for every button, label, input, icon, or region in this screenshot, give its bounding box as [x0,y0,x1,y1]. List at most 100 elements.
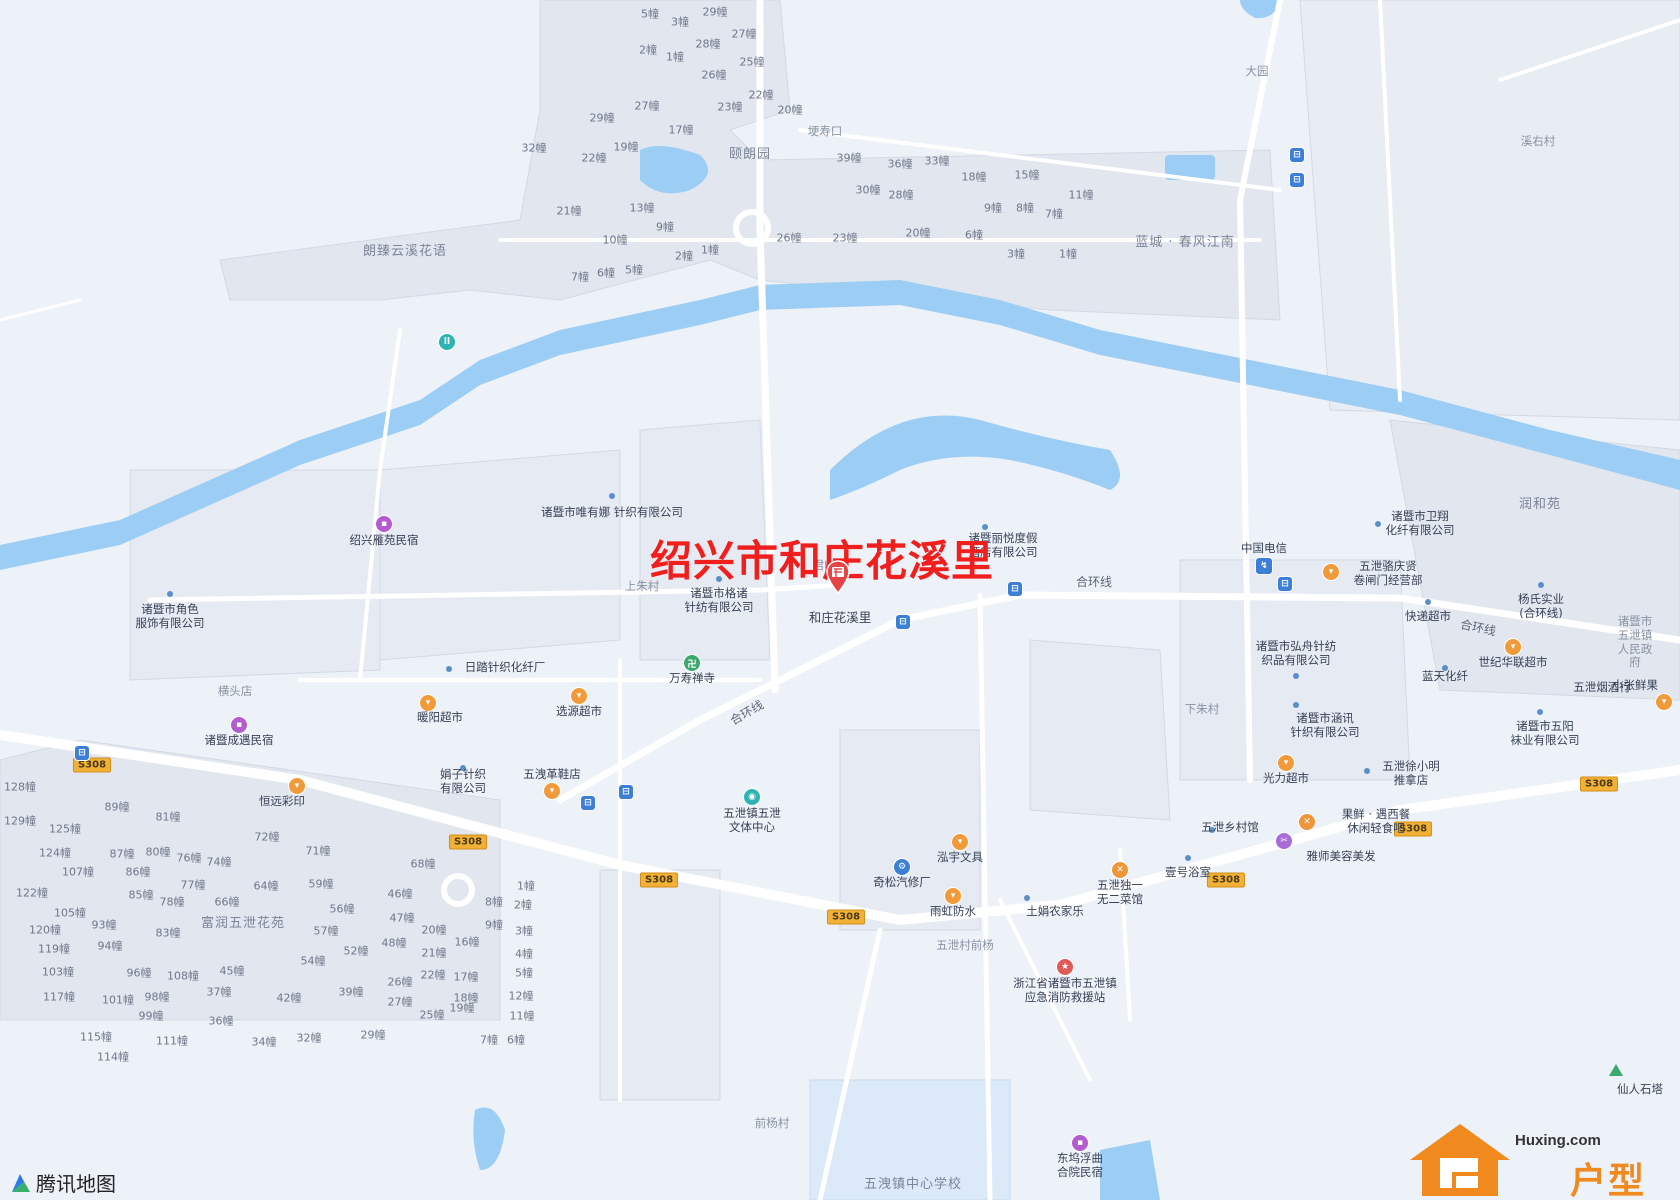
shop-icon[interactable]: ▾ [1656,694,1672,710]
poi-label[interactable]: 壹号浴室 [1165,865,1211,879]
hotel-icon[interactable]: ▪ [231,717,247,733]
shop-icon[interactable]: ▾ [1323,564,1339,580]
poi-label[interactable]: 快递超市 [1405,609,1451,623]
poi-label[interactable]: 蓝天化纤 [1422,669,1468,683]
poi-label[interactable]: 恒远彩印 [259,794,305,808]
telecom-icon[interactable]: ↯ [1256,558,1272,574]
poi-dot-icon[interactable] [982,524,988,530]
poi-dot-icon[interactable] [1364,768,1370,774]
poi-label[interactable]: 光力超市 [1263,771,1309,785]
hotel-icon[interactable]: ▪ [1072,1135,1088,1151]
poi-label[interactable]: 绍兴雁苑民宿 [349,533,419,547]
poi-label[interactable]: 诸暨市格诸 针纺有限公司 [684,586,754,614]
poi-dot-icon[interactable] [609,493,615,499]
building-number-label: 27幢 [387,995,413,1009]
building-number-label: 87幢 [109,847,135,861]
poi-label[interactable]: 东坞浮曲 合院民宿 [1057,1151,1103,1179]
poi-dot-icon[interactable] [1293,673,1299,679]
shop-icon[interactable]: ▾ [945,888,961,904]
poi-label[interactable]: 五泄乡村馆 [1201,820,1259,834]
poi-dot-icon[interactable] [167,591,173,597]
building-number-label: 19幢 [449,1001,475,1015]
poi-label[interactable]: 仙人石塔 [1617,1082,1663,1096]
poi-label[interactable]: 五泄烟酒行 [1573,680,1631,694]
poi-dot-icon[interactable] [1024,895,1030,901]
poi-label[interactable]: 诸暨市卫翔 化纤有限公司 [1385,509,1455,537]
poi-label[interactable]: 雅师美容美发 [1306,849,1376,863]
poi-label[interactable]: 世纪华联超市 [1478,655,1548,669]
poi-label[interactable]: 诸暨市涵讯 针织有限公司 [1290,711,1360,739]
building-number-label: 59幢 [308,877,334,891]
poi-label[interactable]: 诸暨丽悦度假 酒店有限公司 [968,531,1038,559]
restaurant-icon[interactable]: ✕ [1112,862,1128,878]
poi-label[interactable]: 小张鲜果 [1612,678,1658,692]
poi-label[interactable]: 泓宇文具 [937,850,983,864]
shop-icon[interactable]: ▾ [289,778,305,794]
poi-dot-icon[interactable] [1375,521,1381,527]
bus-stop-icon[interactable]: ⊟ [1290,148,1304,162]
shop-icon[interactable]: ▾ [952,834,968,850]
map-pin-icon[interactable] [825,560,851,594]
poi-label[interactable]: 中国电信 [1241,541,1287,555]
poi-label[interactable]: 诸暨市五泄镇 人民政府 [1617,614,1653,670]
bus-stop-icon[interactable]: ⊟ [75,746,89,760]
poi-dot-icon[interactable] [1442,665,1448,671]
poi-label[interactable]: 暖阳超市 [417,710,463,724]
poi-label[interactable]: 土娟农家乐 [1026,904,1084,918]
poi-dot-icon[interactable] [460,765,466,771]
building-number-label: 5幢 [515,966,533,980]
bus-stop-icon[interactable]: ⊟ [1008,582,1022,596]
building-number-label: 20幢 [777,103,803,117]
hotel-icon[interactable]: ▪ [376,516,392,532]
fire-station-icon[interactable]: ★ [1057,959,1073,975]
poi-label[interactable]: 诸暨市弘舟针纺 织品有限公司 [1255,639,1337,667]
shop-icon[interactable]: ▾ [1278,755,1294,771]
poi-label[interactable]: 浙江省诸暨市五泄镇 应急消防救援站 [1013,976,1117,1004]
poi-label[interactable]: 选源超市 [556,704,602,718]
poi-label[interactable]: 五泄独一 无二菜馆 [1097,878,1143,906]
poi-label[interactable]: 诸暨成遇民宿 [204,733,274,747]
building-number-label: 76幢 [176,851,202,865]
temple-icon[interactable]: 卍 [684,655,700,671]
poi-label[interactable]: 五泄骆庆贤 卷闸门经营部 [1353,559,1423,587]
poi-dot-icon[interactable] [446,666,452,672]
bus-stop-icon[interactable]: ⊟ [581,796,595,810]
culture-center-icon[interactable]: ◉ [744,789,760,805]
poi-label[interactable]: 果鲜 · 遇西餐 休闲轻食吧 [1341,807,1411,835]
poi-label[interactable]: 诸暨市角色 服饰有限公司 [135,602,205,630]
poi-dot-icon[interactable] [1538,582,1544,588]
hair-salon-icon[interactable]: ✂ [1276,833,1292,849]
poi-label[interactable]: 雨虹防水 [930,904,976,918]
poi-label[interactable]: 日踏针织化纤厂 [464,660,546,674]
poi-label[interactable]: 五泄徐小明 推拿店 [1382,759,1440,787]
poi-dot-icon[interactable] [716,576,722,582]
poi-label[interactable]: 五洩革鞋店 [523,767,581,781]
poi-dot-icon[interactable] [1293,702,1299,708]
restaurant-icon[interactable]: ✕ [1299,814,1315,830]
area-label: 润和苑 [1518,497,1562,513]
poi-label[interactable]: 杨氏实业 (合环线) [1518,592,1564,620]
poi-label[interactable]: 诸暨市唯有娜 针织有限公司 [541,505,683,519]
mountain-icon[interactable] [1609,1064,1623,1076]
toilet-icon[interactable]: ll [439,334,455,350]
shop-icon[interactable]: ▾ [420,695,436,711]
target-label[interactable]: 和庄花溪里 [808,610,872,625]
poi-dot-icon[interactable] [1185,855,1191,861]
bus-stop-icon[interactable]: ⊟ [896,615,910,629]
bus-stop-icon[interactable]: ⊟ [1290,173,1304,187]
poi-dot-icon[interactable] [1425,599,1431,605]
shop-icon[interactable]: ▾ [571,688,587,704]
bus-stop-icon[interactable]: ⊟ [619,785,633,799]
poi-label[interactable]: 万寿禅寺 [669,671,715,685]
poi-label[interactable]: 五泄镇五泄 文体中心 [723,806,781,834]
poi-dot-icon[interactable] [1209,827,1215,833]
shop-icon[interactable]: ▾ [544,783,560,799]
poi-dot-icon[interactable] [1537,709,1543,715]
car-repair-icon[interactable]: ⚙ [894,859,910,875]
shop-icon[interactable]: ▾ [1505,639,1521,655]
poi-label[interactable]: 奇松汽修厂 [873,875,931,889]
poi-label[interactable]: 娟子针织 有限公司 [440,767,486,795]
bus-stop-icon[interactable]: ⊟ [1278,577,1292,591]
poi-label[interactable]: 诸暨市五阳 袜业有限公司 [1510,719,1580,747]
